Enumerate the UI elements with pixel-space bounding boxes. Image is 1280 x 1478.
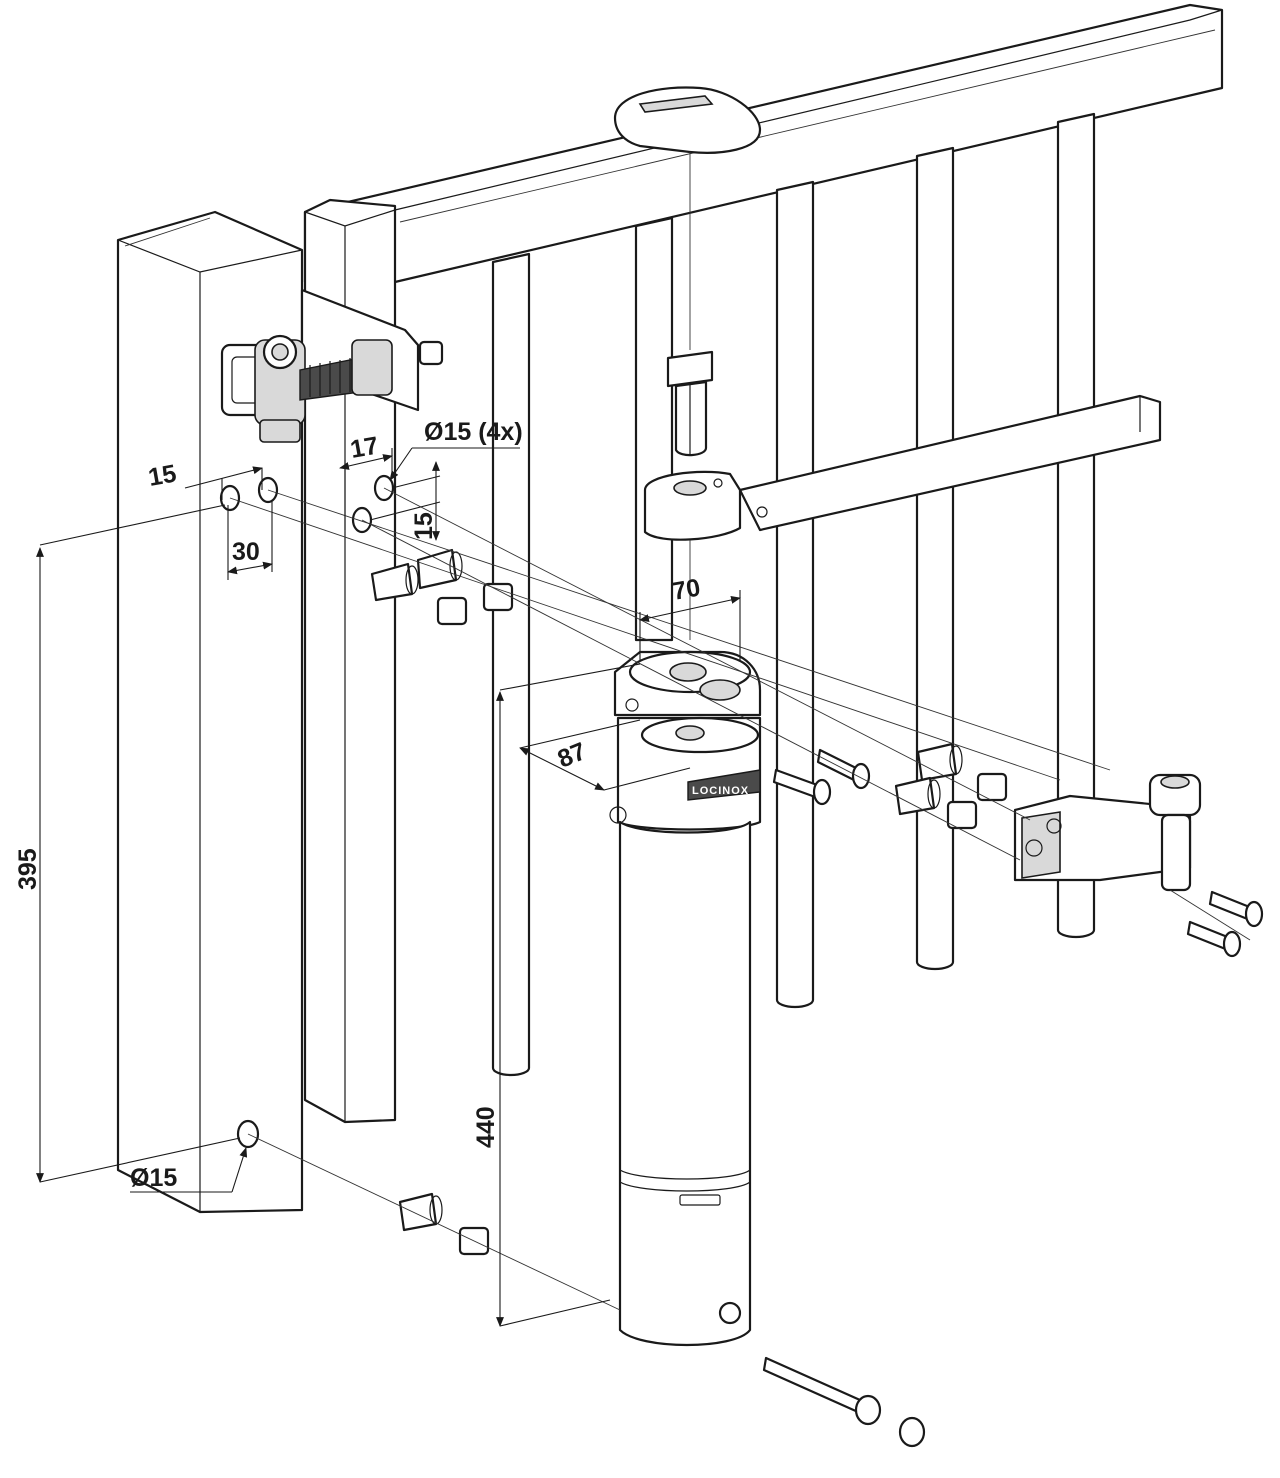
nut-4 (946, 800, 978, 830)
dim-70: 70 (670, 574, 702, 606)
dim-15-top: 15 (146, 459, 178, 491)
assembly-lines (229, 487, 1251, 1311)
gate-closer-body: LOCINOX (609, 650, 762, 1347)
insert-4 (894, 776, 941, 816)
screw-cap (898, 1416, 926, 1448)
insert-1 (370, 562, 419, 602)
insert-5 (398, 1192, 443, 1232)
nut-2 (482, 582, 514, 612)
fence-post-left (116, 210, 304, 1214)
insert-2 (416, 548, 463, 590)
closer-arm (643, 470, 768, 640)
dim-17: 17 (348, 432, 380, 464)
dim-30: 30 (232, 538, 260, 566)
wall-inserts (370, 548, 1008, 1256)
svg-text:LOCINOX: LOCINOX (692, 785, 749, 797)
closer-brand-label: LOCINOX (687, 769, 761, 801)
screw-1 (772, 768, 832, 806)
screw-3 (1208, 890, 1264, 928)
screw-4 (1186, 920, 1242, 958)
dimension-lines (36, 447, 741, 1327)
dim-hole-diameter-bottom: Ø15 (130, 1164, 177, 1192)
top-hinge (220, 288, 444, 443)
gate-middle-rail (738, 394, 1162, 532)
nut-3 (976, 772, 1008, 802)
hinge-bolt-threads (309, 358, 351, 397)
dim-395: 395 (14, 848, 42, 890)
dim-hole-diameter-4x: Ø15 (4x) (424, 418, 523, 446)
top-pivot-cap (613, 86, 762, 350)
insert-3 (916, 742, 963, 782)
dim-15-vertical: 15 (410, 512, 438, 540)
nut-1 (436, 596, 468, 626)
gate-frame-post (303, 198, 397, 1124)
hex-adapter (666, 350, 714, 457)
bottom-screw (762, 1356, 882, 1426)
gate-infill-bars (491, 112, 1096, 1077)
side-bracket (1013, 773, 1202, 892)
dim-440: 440 (472, 1106, 500, 1148)
fixing-screws (762, 748, 1264, 1448)
